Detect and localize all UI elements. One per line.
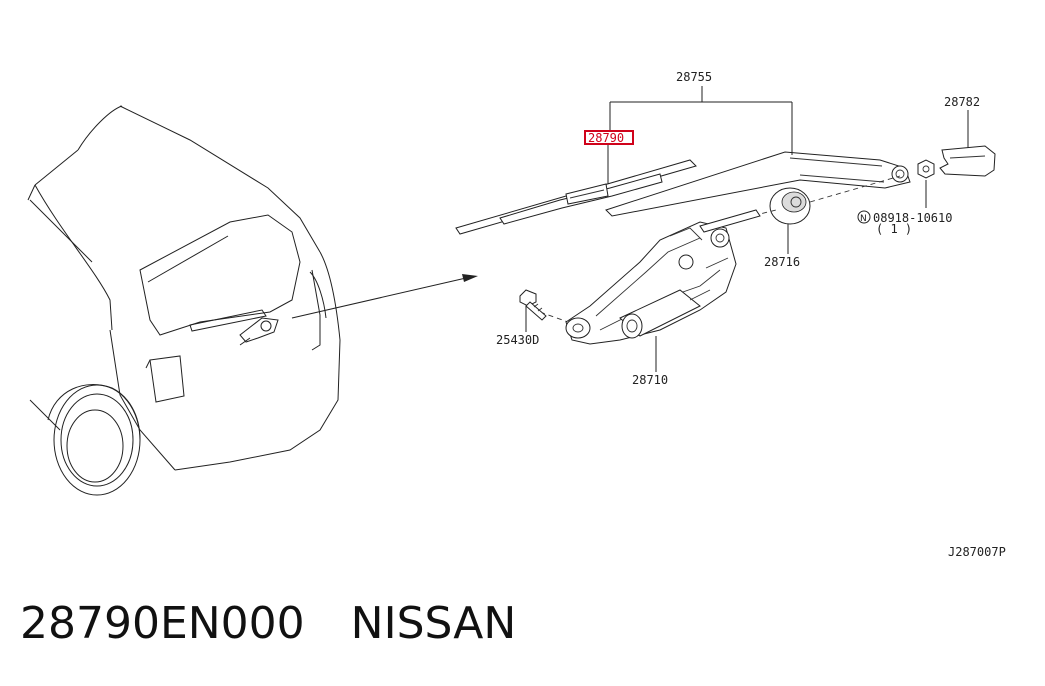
wiper-arm bbox=[605, 151, 911, 217]
svg-text:N: N bbox=[860, 214, 867, 224]
label-motor: 28710 bbox=[632, 373, 668, 387]
wiper-parts-diagram: 28755 28790 28782 N 08918-10610 ( 1 ) 28… bbox=[27, 70, 1006, 559]
label-blade: 28790 bbox=[588, 131, 624, 145]
pivot-cap bbox=[939, 145, 996, 177]
label-nut: 08918-10610 bbox=[873, 211, 952, 225]
pointer-arrow bbox=[291, 274, 478, 319]
label-bolt: 25430D bbox=[496, 333, 539, 347]
pivot-seal bbox=[769, 187, 811, 225]
caption: 28790EN000 NISSAN bbox=[20, 598, 516, 649]
label-nut-qty: ( 1 ) bbox=[876, 222, 912, 236]
caption-part-number: 28790EN000 bbox=[20, 598, 305, 649]
figure-code: J287007P bbox=[948, 545, 1006, 559]
label-cap: 28782 bbox=[944, 95, 980, 109]
leader-lines bbox=[525, 86, 969, 372]
car-rear-illustration bbox=[27, 105, 341, 496]
label-pivot-seal: 28716 bbox=[764, 255, 800, 269]
wiper-motor bbox=[565, 209, 761, 345]
blade-highlight-box bbox=[584, 130, 634, 145]
nut bbox=[917, 159, 935, 179]
label-arm-assembly: 28755 bbox=[676, 70, 712, 84]
bolt bbox=[519, 289, 547, 321]
nut-callout: N bbox=[857, 210, 871, 224]
wiper-blade bbox=[455, 159, 697, 235]
caption-brand: NISSAN bbox=[350, 598, 517, 649]
